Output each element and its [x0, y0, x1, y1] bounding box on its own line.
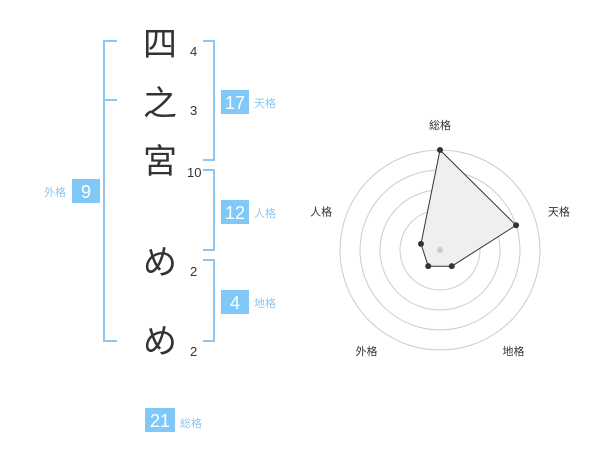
name-char-5: め [143, 322, 177, 362]
radar-points [417, 147, 520, 270]
soukaku-badge: 21 総格 [145, 408, 202, 432]
brackets [103, 40, 215, 342]
radar-point-外格 [425, 263, 432, 270]
stroke-count-2: 3 [190, 103, 197, 118]
soukaku-value: 21 [150, 411, 170, 431]
radar-polygon [420, 148, 517, 267]
radar-axis-label: 地格 [503, 344, 525, 358]
chikaku-label: 地格 [254, 296, 276, 310]
radar-point-総格 [437, 147, 443, 153]
soukaku-label: 総格 [180, 416, 202, 430]
radar-point-地格 [448, 263, 455, 270]
gaikaku-badge: 9 外格 [44, 179, 100, 203]
gaikaku-value: 9 [81, 182, 91, 202]
chikaku-value: 4 [230, 293, 240, 313]
name-char-3: 宮 [143, 142, 177, 182]
tenkaku-value: 17 [225, 93, 245, 113]
gaikaku-label: 外格 [44, 185, 66, 199]
stroke-count-4: 2 [190, 264, 197, 279]
radar-center-dot [437, 247, 443, 253]
radar-axis-label: 外格 [356, 344, 378, 358]
radar-axis-label: 天格 [548, 204, 570, 218]
tenkaku-badge: 17 天格 [221, 90, 276, 114]
name-char-4: め [143, 243, 177, 283]
jinkaku-badge: 12 人格 [221, 200, 276, 224]
radar-axis-label: 総格 [429, 118, 451, 132]
name-char-1: 四 [143, 25, 177, 65]
jinkaku-label: 人格 [254, 206, 276, 220]
radar-point-人格 [417, 240, 424, 247]
stroke-count-5: 2 [190, 344, 197, 359]
kaku-badges: 9 外格 17 天格 12 人格 4 地格 21 総格 [44, 90, 276, 432]
stroke-count-3: 10 [187, 165, 201, 180]
name-characters: 四 4 之 3 宮 10 め 2 め 2 [143, 25, 201, 362]
gaikaku-bracket [103, 40, 117, 342]
tenkaku-label: 天格 [254, 96, 276, 110]
radar-axis-label: 人格 [310, 204, 332, 218]
tenkaku-bracket [203, 40, 215, 161]
chikaku-bracket [203, 259, 215, 342]
chikaku-badge: 4 地格 [221, 290, 276, 314]
name-char-2: 之 [143, 84, 177, 124]
jinkaku-bracket [203, 169, 215, 251]
stroke-count-1: 4 [190, 44, 197, 59]
jinkaku-value: 12 [225, 203, 245, 223]
radar-point-天格 [513, 222, 520, 229]
